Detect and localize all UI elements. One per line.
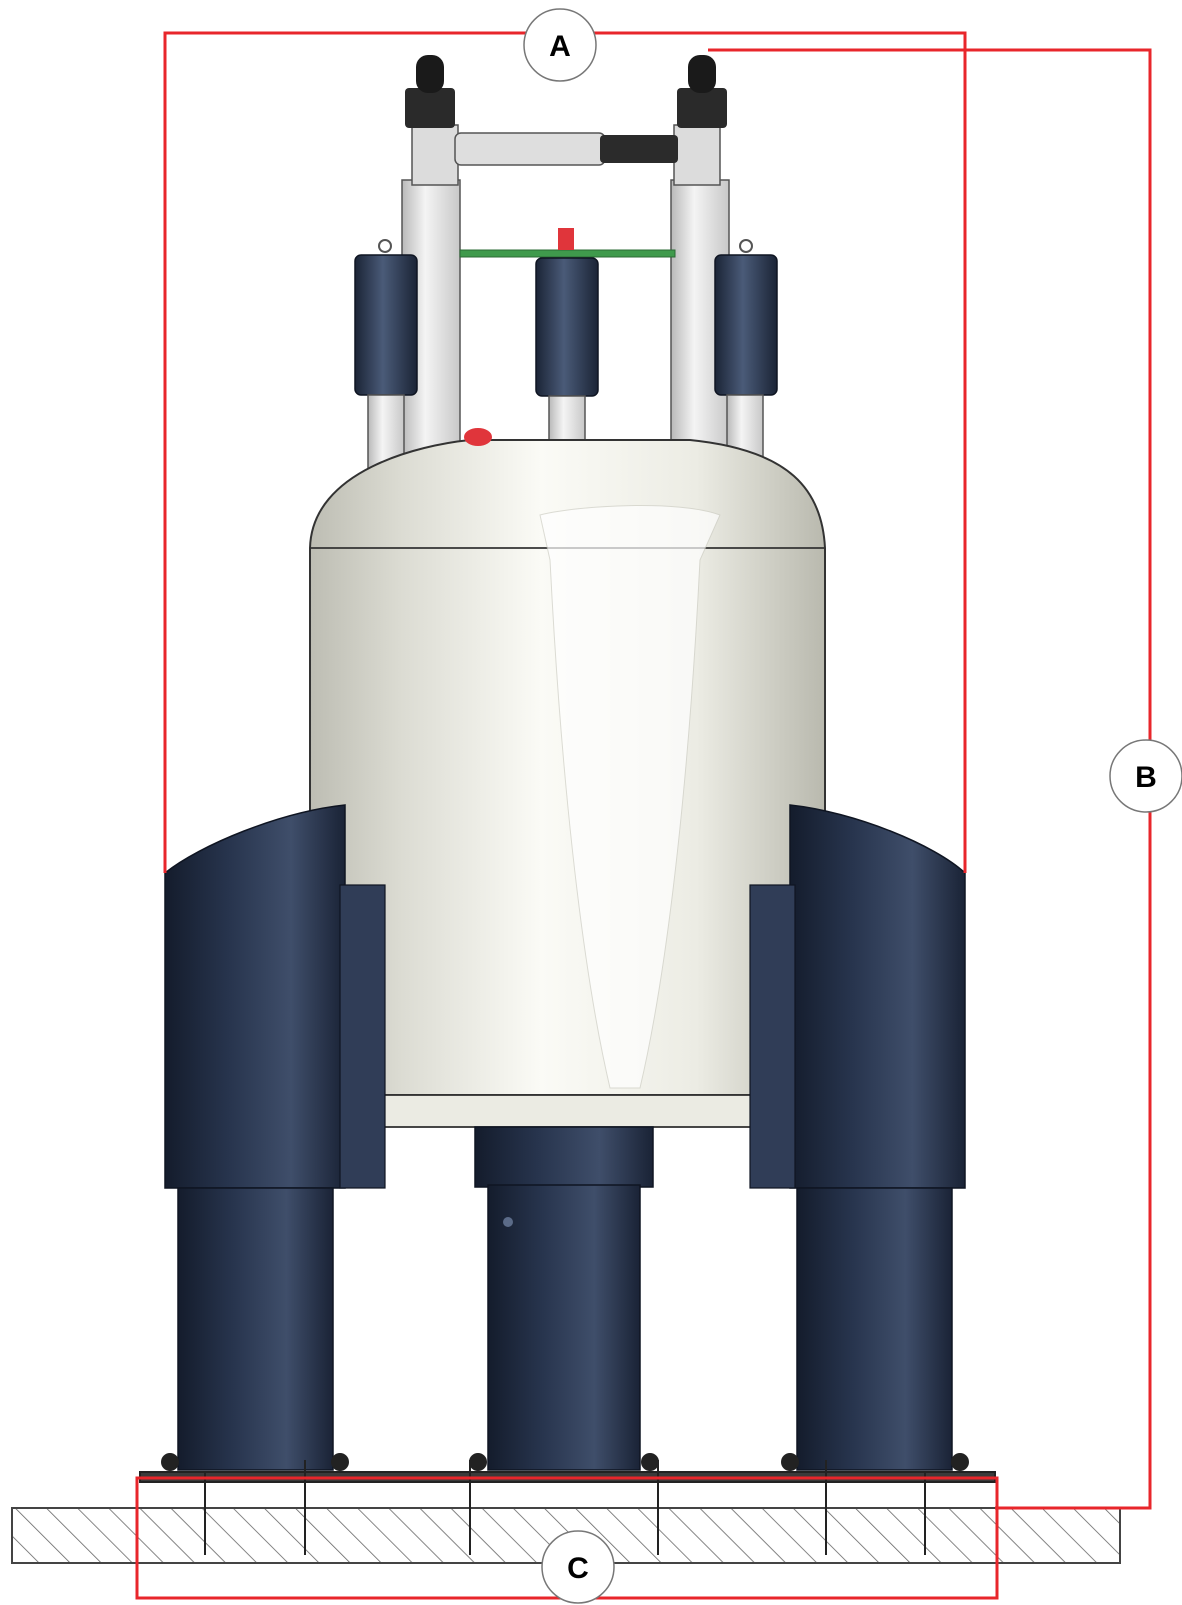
right-leg	[749, 804, 966, 1471]
magnet-body	[309, 428, 826, 1128]
callout-b-label: B	[1135, 761, 1157, 794]
callout-c: C	[541, 1530, 615, 1604]
callout-b: B	[1109, 739, 1182, 813]
callout-a-label: A	[549, 30, 571, 63]
top-towers	[401, 55, 730, 471]
left-leg	[164, 804, 386, 1471]
callout-c-label: C	[567, 1552, 589, 1585]
callout-a: A	[523, 8, 597, 82]
center-leg	[474, 1126, 654, 1471]
